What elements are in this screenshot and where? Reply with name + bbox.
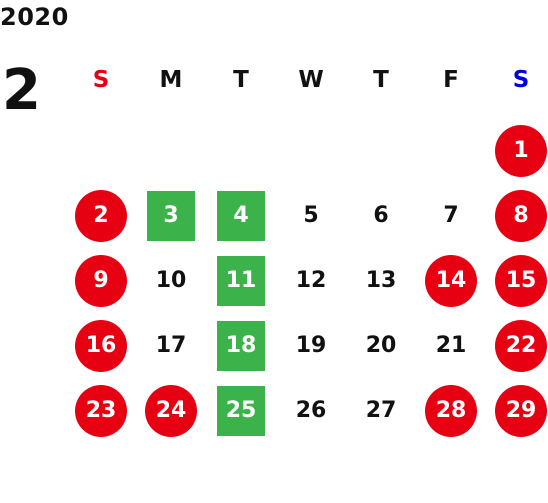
day-cell-21[interactable]: 21 (416, 313, 486, 378)
day-cell-23[interactable]: 23 (66, 378, 136, 443)
day-cell-4[interactable]: 4 (206, 183, 276, 248)
day-number: 27 (365, 397, 397, 423)
weekday-wednesday: W (298, 67, 324, 93)
holiday-circle: 29 (495, 384, 547, 437)
day-cell-24[interactable]: 24 (136, 378, 206, 443)
day-cell-29[interactable]: 29 (486, 378, 548, 443)
day-number: 17 (155, 332, 187, 358)
day-cell-28[interactable]: 28 (416, 378, 486, 443)
business-day-square: 4 (217, 190, 265, 241)
weekday-sunday: S (92, 67, 110, 93)
holiday-circle: 16 (75, 319, 127, 372)
day-number: 13 (365, 267, 397, 293)
day-cell-17[interactable]: 17 (136, 313, 206, 378)
holiday-circle: 28 (425, 384, 477, 437)
business-day-square: 25 (217, 385, 265, 436)
day-cell-26[interactable]: 26 (276, 378, 346, 443)
day-cell-5[interactable]: 5 (276, 183, 346, 248)
day-number: 21 (435, 332, 467, 358)
day-cell-10[interactable]: 10 (136, 248, 206, 313)
holiday-circle: 2 (75, 189, 127, 242)
day-cell-19[interactable]: 19 (276, 313, 346, 378)
weekday-monday: M (159, 67, 183, 93)
day-number: 19 (295, 332, 327, 358)
day-cell-3[interactable]: 3 (136, 183, 206, 248)
day-number: 6 (373, 202, 389, 228)
weekday-tuesday: T (233, 67, 249, 93)
year-label: 2020 (0, 3, 69, 31)
day-number: 5 (303, 202, 319, 228)
weekday-thursday: T (373, 67, 389, 93)
month-number: 2 (2, 58, 41, 123)
business-day-square: 3 (147, 190, 195, 241)
weekday-saturday: S (512, 67, 530, 93)
holiday-circle: 24 (145, 384, 197, 437)
day-cell-6[interactable]: 6 (346, 183, 416, 248)
holiday-circle: 14 (425, 254, 477, 307)
holiday-circle: 9 (75, 254, 127, 307)
day-number: 7 (443, 202, 459, 228)
business-day-square: 18 (217, 320, 265, 371)
day-cell-25[interactable]: 25 (206, 378, 276, 443)
day-cell-9[interactable]: 9 (66, 248, 136, 313)
business-day-square: 11 (217, 255, 265, 306)
holiday-circle: 8 (495, 189, 547, 242)
day-cell-13[interactable]: 13 (346, 248, 416, 313)
day-cell-7[interactable]: 7 (416, 183, 486, 248)
day-cell-27[interactable]: 27 (346, 378, 416, 443)
day-cell-12[interactable]: 12 (276, 248, 346, 313)
day-cell-11[interactable]: 11 (206, 248, 276, 313)
holiday-circle: 15 (495, 254, 547, 307)
day-cell-8[interactable]: 8 (486, 183, 548, 248)
day-cell-1[interactable]: 1 (486, 118, 548, 183)
day-number: 12 (295, 267, 327, 293)
day-number: 26 (295, 397, 327, 423)
day-cell-18[interactable]: 18 (206, 313, 276, 378)
day-number: 20 (365, 332, 397, 358)
holiday-circle: 22 (495, 319, 547, 372)
weekday-friday: F (443, 67, 459, 93)
day-cell-22[interactable]: 22 (486, 313, 548, 378)
day-number: 10 (155, 267, 187, 293)
day-cell-16[interactable]: 16 (66, 313, 136, 378)
day-cell-2[interactable]: 2 (66, 183, 136, 248)
holiday-circle: 23 (75, 384, 127, 437)
day-cell-15[interactable]: 15 (486, 248, 548, 313)
day-cell-20[interactable]: 20 (346, 313, 416, 378)
day-cell-14[interactable]: 14 (416, 248, 486, 313)
holiday-circle: 1 (495, 124, 547, 177)
